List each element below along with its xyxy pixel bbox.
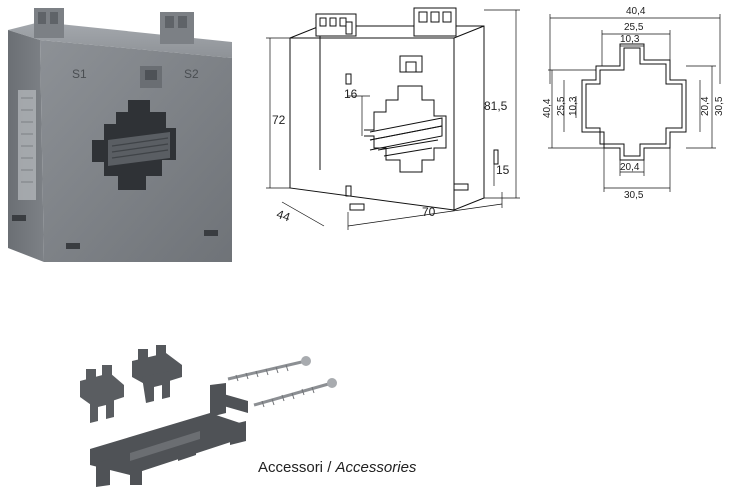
dim-height-total: 81,5	[484, 99, 508, 113]
window-profile-drawing: 40,4 25,5 10,3 40,4 25,5 10,3 20,4 30,5 …	[534, 0, 734, 201]
profile-top-1: 40,4	[626, 6, 646, 17]
profile-bottom-2: 30,5	[624, 190, 644, 200]
product-photo: S1 S2	[0, 0, 240, 270]
screw-2	[253, 381, 333, 407]
profile-left-1: 40,4	[542, 98, 553, 118]
screw-1	[227, 359, 307, 381]
dim-window-offset: 16	[344, 87, 358, 101]
clip-accessory-1	[80, 365, 124, 423]
profile-top-2: 25,5	[624, 22, 644, 33]
dimension-drawing: 72 81,5 16 15 70 44	[258, 0, 528, 235]
dim-height-body: 72	[272, 113, 286, 127]
caption-separator: /	[323, 459, 336, 476]
terminal-s2-label: S2	[184, 67, 199, 81]
profile-bottom-1: 20,4	[620, 162, 640, 173]
dim-depth: 44	[275, 207, 292, 225]
caption-italian: Accessori	[258, 459, 324, 476]
caption-english: Accessories	[335, 459, 417, 476]
terminal-s1-label: S1	[72, 67, 87, 81]
accessories-caption: Accessori / Accessories	[258, 459, 416, 476]
profile-left-3: 10,3	[568, 96, 579, 116]
profile-right-2: 30,5	[714, 96, 725, 116]
dim-width: 70	[422, 205, 436, 219]
profile-left-2: 25,5	[556, 96, 567, 116]
clip-accessory-2	[132, 345, 182, 403]
accessories-photo	[70, 345, 350, 490]
profile-right-1: 20,4	[700, 96, 711, 116]
profile-top-3: 10,3	[620, 34, 640, 45]
dim-base-height: 15	[496, 163, 510, 177]
